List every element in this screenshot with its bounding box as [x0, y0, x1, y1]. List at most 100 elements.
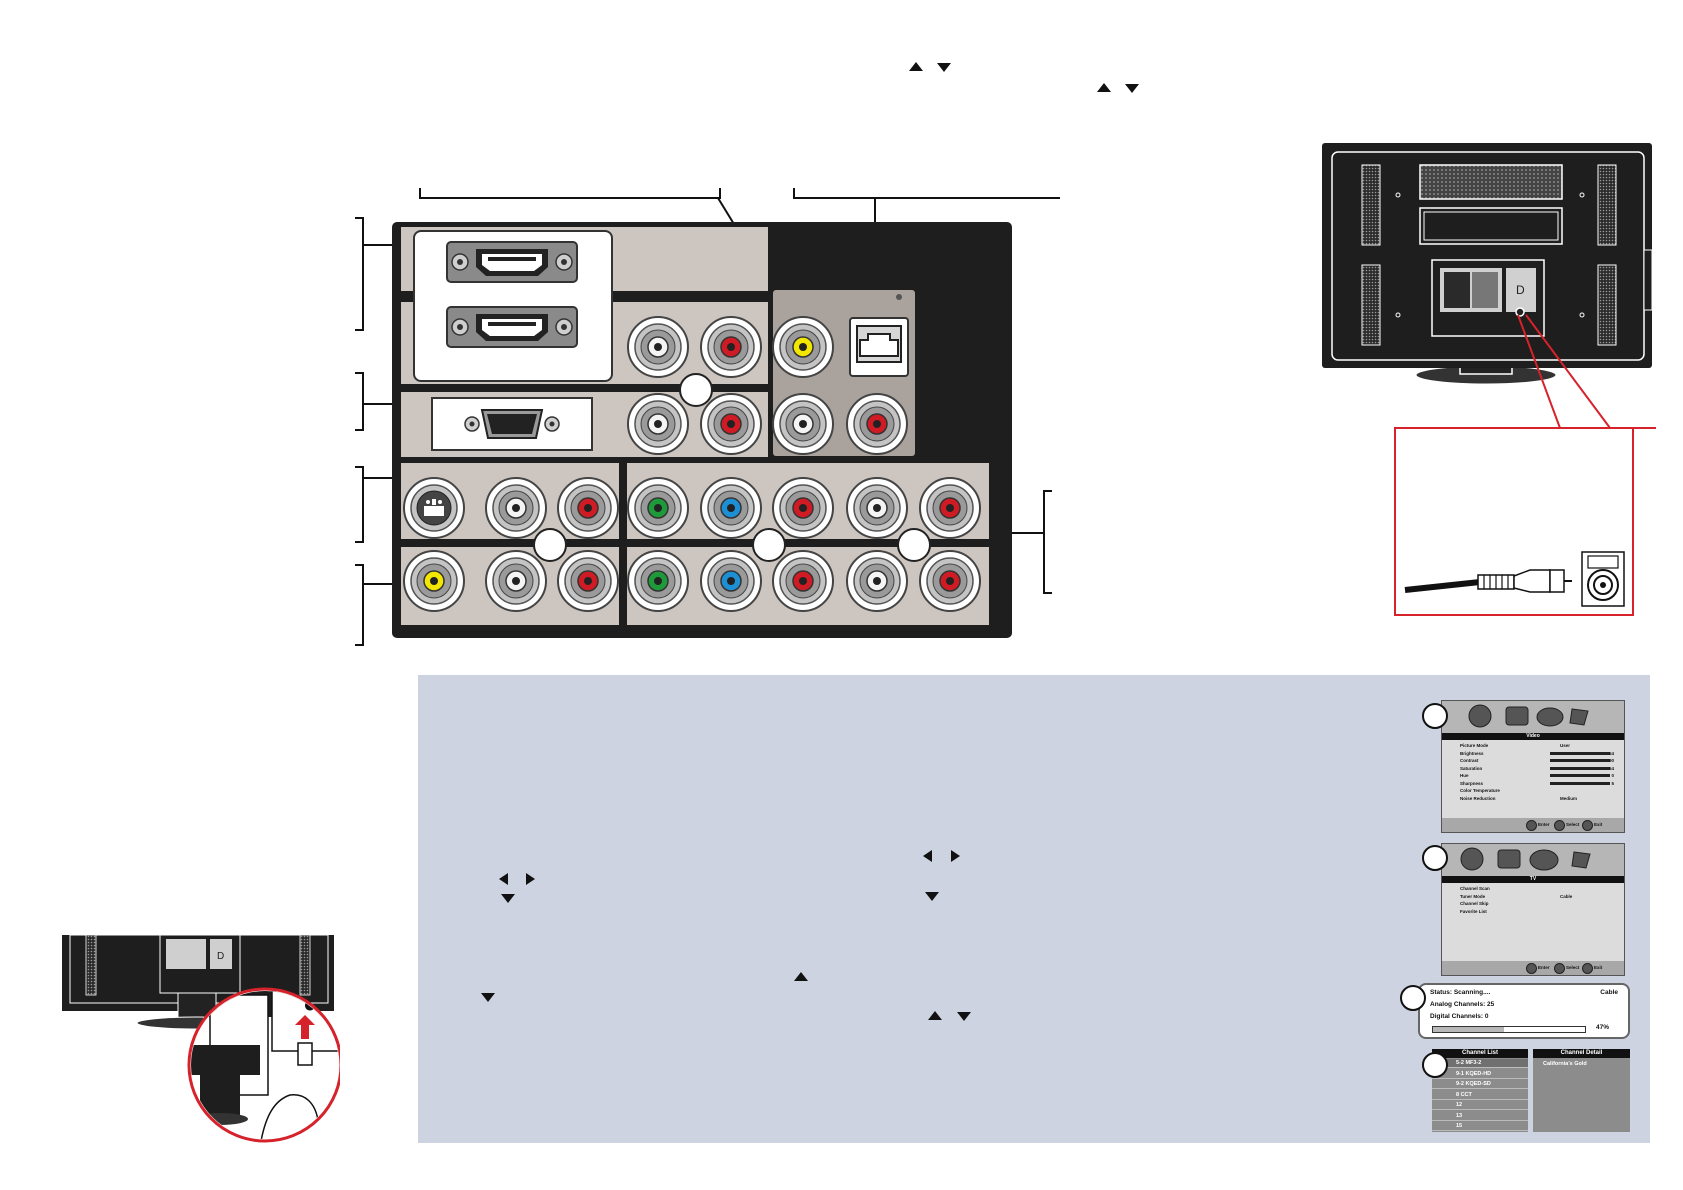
- menu-row-label: Favorite List: [1460, 908, 1487, 914]
- remote-button-icon: [1554, 963, 1565, 974]
- tv-rear-view: D: [1322, 143, 1656, 616]
- menu-row-number: 0: [1611, 773, 1614, 778]
- channel-list-item: 5-2 MF3-2: [1432, 1059, 1528, 1068]
- menu-footer-label: Exit: [1594, 822, 1603, 827]
- arrow-down-icon: [937, 63, 951, 72]
- menu-row: Brightness 54: [1460, 751, 1614, 757]
- menu-row-label: Noise Reduction: [1460, 795, 1496, 801]
- analog-count: Analog Channels: 25: [1430, 1001, 1495, 1008]
- menu-row-label: Tuner Mode: [1460, 893, 1486, 899]
- scan-status-label: Status: Scanning....: [1430, 989, 1491, 996]
- menu-row: Picture Mode User: [1460, 743, 1614, 749]
- channel-list-item: 9-2 KQED-SD: [1432, 1080, 1528, 1089]
- menu-row-label: Contrast: [1460, 758, 1479, 763]
- step-number-marker: [1422, 1052, 1448, 1078]
- arrow-right-icon: [951, 850, 960, 862]
- menu-row-value: User: [1560, 743, 1571, 748]
- menu-row-number: 54: [1608, 750, 1614, 756]
- menu-title: TV: [1442, 876, 1624, 883]
- menu-footer-label: Select: [1566, 822, 1580, 827]
- menu-row-value: Cable: [1560, 893, 1573, 899]
- menu-row-label: Channel Scan: [1460, 886, 1490, 891]
- tuner-mode-label: Cable: [1600, 989, 1618, 996]
- menu-row-number: 5: [1611, 780, 1614, 786]
- arrow-left-icon: [499, 873, 508, 885]
- connector-panel: [355, 188, 1060, 646]
- menu-row: Channel Scan: [1460, 886, 1614, 892]
- arrow-left-icon: [923, 850, 932, 862]
- menu-footer-label: Enter: [1538, 965, 1550, 970]
- menu-row-slider: [1550, 774, 1610, 777]
- step-number-marker: [1422, 703, 1448, 729]
- remote-button-icon: [1526, 820, 1537, 831]
- arrow-up-icon: [1097, 83, 1111, 92]
- menu-row: Channel Skip: [1460, 901, 1614, 907]
- remote-button-icon: [1554, 820, 1565, 831]
- menu-row-label: Brightness: [1460, 750, 1484, 756]
- menu-row-label: Color Temperature: [1460, 788, 1500, 793]
- menu-row-slider: [1550, 759, 1610, 762]
- menu-row-slider: [1550, 766, 1610, 770]
- menu-row: Color Temperature: [1460, 788, 1614, 794]
- menu-row: Sharpness 5: [1460, 781, 1614, 787]
- menu-icon-bar: [1442, 701, 1624, 733]
- step-number-marker: [1422, 845, 1448, 871]
- channel-detail-title: Channel Detail: [1533, 1049, 1630, 1058]
- channel-list-item: 8 CCT: [1432, 1090, 1528, 1100]
- arrow-up-icon: [909, 62, 923, 71]
- scan-progress-fill: [1433, 1027, 1505, 1032]
- menu-row: Contrast 90: [1460, 758, 1614, 764]
- menu-row-label: Hue: [1460, 773, 1469, 778]
- remote-button-icon: [1582, 963, 1593, 974]
- channel-list-item: 9-1 KQED-HD: [1432, 1069, 1528, 1079]
- step-number-marker: [1400, 985, 1426, 1011]
- menu-footer: Enter Select Exit: [1442, 961, 1624, 975]
- arrow-up-icon: [928, 1011, 942, 1020]
- menu-footer: Enter Select Exit: [1442, 818, 1624, 832]
- menu-row-label: Channel Skip: [1460, 901, 1489, 906]
- arrow-down-icon: [957, 1012, 971, 1021]
- menu-icon-bar: [1442, 844, 1624, 876]
- menu-row-label: Sharpness: [1460, 780, 1484, 786]
- channel-detail-text: California's Gold: [1543, 1061, 1587, 1067]
- arrow-down-icon: [501, 894, 515, 903]
- menu-row-label: Saturation: [1460, 765, 1483, 771]
- channel-list-item: 15: [1432, 1122, 1528, 1131]
- menu-title: Video: [1442, 733, 1624, 740]
- remote-button-icon: [1582, 820, 1593, 831]
- channel-list-item: 12: [1432, 1101, 1528, 1110]
- channel-list-title: Channel List: [1432, 1049, 1528, 1058]
- arrow-down-icon: [481, 993, 495, 1002]
- menu-row: Noise Reduction Medium: [1460, 796, 1614, 802]
- menu-row-value: Medium: [1560, 795, 1578, 801]
- menu-footer-label: Select: [1566, 965, 1580, 970]
- menu-footer-label: Exit: [1594, 965, 1603, 970]
- menu-row: Favorite List: [1460, 909, 1614, 915]
- scan-progress-bar: [1432, 1026, 1586, 1033]
- channel-list-item: 13: [1432, 1111, 1528, 1121]
- arrow-down-icon: [925, 892, 939, 901]
- menu-row-slider: [1550, 751, 1610, 755]
- scan-status-box: Status: Scanning.... Cable Analog Channe…: [1418, 983, 1630, 1039]
- menu-row-number: 90: [1608, 758, 1614, 763]
- menu-row: Saturation 54: [1460, 766, 1614, 772]
- svg-text:D: D: [1516, 283, 1525, 297]
- menu-footer-label: Enter: [1538, 822, 1550, 827]
- scan-progress-text: 47%: [1596, 1024, 1610, 1031]
- arrow-up-icon: [794, 972, 808, 981]
- menu-row-number: 54: [1608, 765, 1614, 771]
- menu-row: Tuner Mode Cable: [1460, 894, 1614, 900]
- arrow-right-icon: [526, 873, 535, 885]
- arrow-down-icon: [1125, 84, 1139, 93]
- menu-row-label: Picture Mode: [1460, 743, 1489, 748]
- digital-count: Digital Channels: 0: [1430, 1013, 1489, 1020]
- svg-text:D: D: [217, 951, 224, 962]
- channel-detail-panel: Channel Detail California's Gold: [1533, 1049, 1630, 1132]
- menu-row: Hue 0: [1460, 773, 1614, 779]
- tv-power-illustration: D: [62, 935, 340, 1143]
- menu-row-slider: [1550, 781, 1610, 785]
- remote-button-icon: [1526, 963, 1537, 974]
